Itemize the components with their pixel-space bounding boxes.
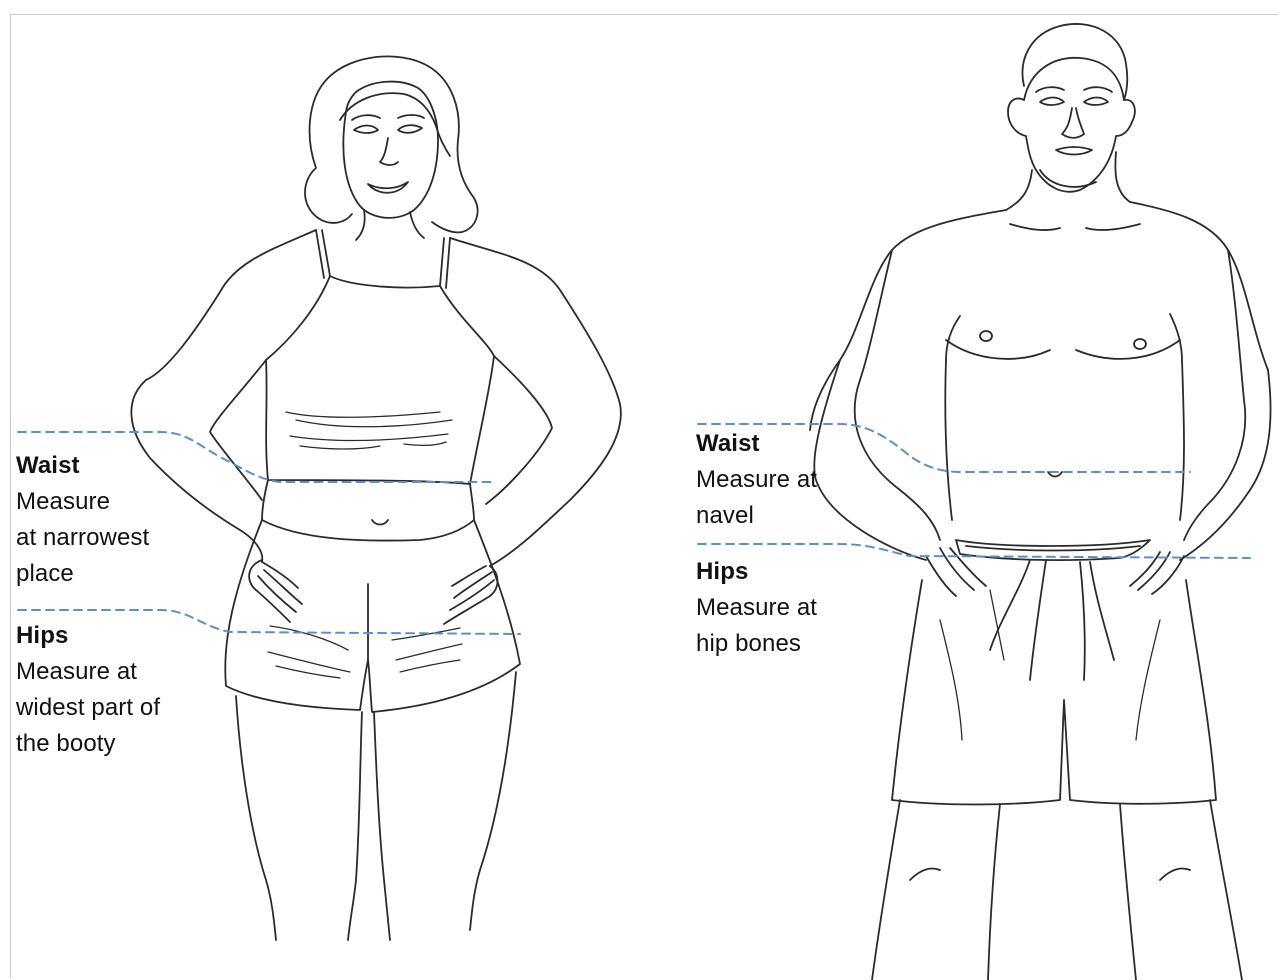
man-shorts-folds <box>940 590 1160 740</box>
woman-navel <box>372 520 388 525</box>
woman-arm-right-inner <box>486 356 552 504</box>
woman-figure <box>131 56 621 940</box>
man-collarbones <box>1010 224 1140 230</box>
man-drawstrings <box>990 560 1114 680</box>
man-hairline <box>1024 58 1124 100</box>
woman-neck <box>356 210 365 240</box>
man-hips-label: Hips Measure at hip bones <box>696 554 817 662</box>
woman-waist-instruction: Measure at narrowest place <box>16 484 149 592</box>
man-nose <box>1062 108 1084 138</box>
woman-midriff <box>262 480 474 520</box>
woman-waist-heading: Waist <box>16 448 149 484</box>
man-chest-sides <box>946 314 1182 360</box>
man-torso-left <box>945 360 952 520</box>
man-brows <box>1036 87 1112 92</box>
woman-eye-right <box>398 125 422 133</box>
woman-neck-right <box>410 212 424 238</box>
man-neck <box>1006 152 1130 210</box>
woman-eye-left <box>354 126 378 134</box>
man-shorts <box>892 580 1216 805</box>
woman-top-folds <box>286 412 452 449</box>
man-waist-label: Waist Measure at navel <box>696 426 817 534</box>
man-legs <box>872 800 1242 980</box>
woman-mouth <box>368 182 408 193</box>
woman-arm-left-inner <box>210 360 266 500</box>
woman-hips-heading: Hips <box>16 618 160 654</box>
man-waist-heading: Waist <box>696 426 817 462</box>
woman-shorts <box>225 520 520 712</box>
woman-hips-label: Hips Measure at widest part of the booty <box>16 618 160 762</box>
woman-hair-left-curl <box>318 214 352 223</box>
woman-strap-right <box>440 238 450 288</box>
woman-nose <box>380 138 398 165</box>
man-figure <box>810 24 1271 980</box>
woman-hand-right <box>444 566 498 624</box>
man-knees <box>910 868 1190 880</box>
woman-hair <box>305 56 478 232</box>
woman-leg-right <box>470 672 516 930</box>
woman-arm-left <box>131 230 316 562</box>
man-waist-instruction: Measure at navel <box>696 462 817 534</box>
man-arm-left <box>814 250 940 560</box>
man-hips-heading: Hips <box>696 554 817 590</box>
woman-leg-left <box>236 696 276 940</box>
woman-leg-inner <box>348 712 390 940</box>
man-shoulders <box>810 202 1268 430</box>
woman-strap-left <box>316 230 330 278</box>
man-eyes <box>1040 98 1108 106</box>
man-mouth <box>1056 147 1092 155</box>
woman-hips-instruction: Measure at widest part of the booty <box>16 654 160 762</box>
man-torso-right <box>1180 360 1184 520</box>
measurement-lines <box>18 424 1250 634</box>
man-arm-right <box>1180 250 1271 560</box>
woman-arm-right <box>450 238 621 566</box>
woman-waist-label: Waist Measure at narrowest place <box>16 448 149 592</box>
woman-brow-right <box>398 115 424 118</box>
woman-bangs <box>340 93 450 156</box>
woman-hand-left <box>249 560 302 622</box>
man-hips-instruction: Measure at hip bones <box>696 590 817 662</box>
woman-top <box>266 276 494 484</box>
man-nipples <box>980 331 1146 349</box>
woman-brow-left <box>352 115 380 120</box>
